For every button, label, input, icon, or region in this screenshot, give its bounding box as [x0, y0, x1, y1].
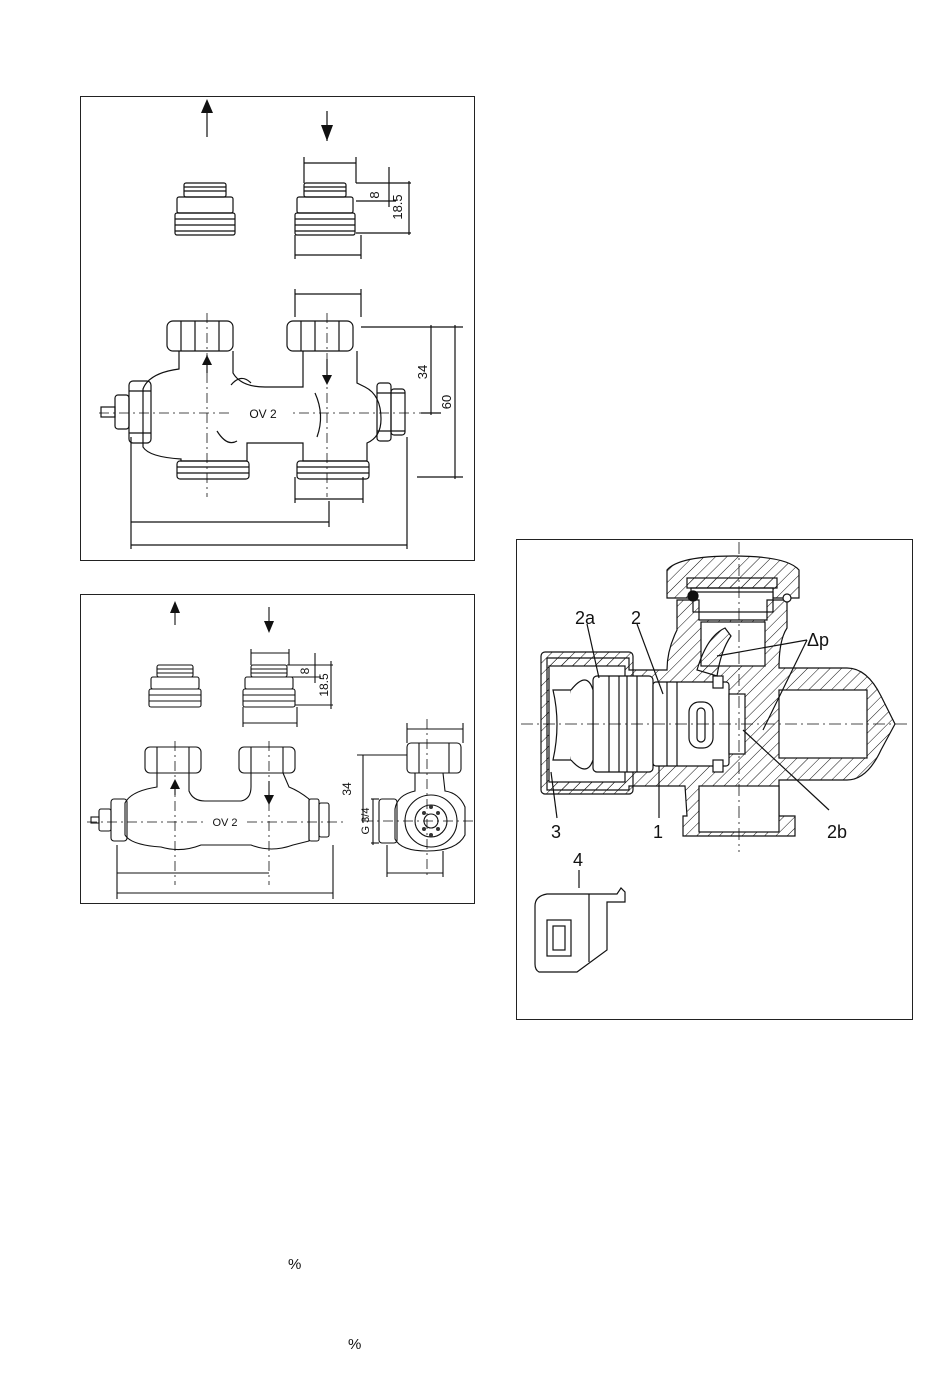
figure-3-panel: 2a 2 Δp 3 1 2b 4	[516, 539, 913, 1020]
label-delta-p: Δp	[807, 630, 829, 650]
label-1: 1	[653, 822, 663, 842]
dim-8-label: 8	[298, 667, 312, 674]
dim-34-label: 34	[415, 365, 430, 379]
dim-60-label: 60	[439, 395, 454, 409]
thread-label: G 3/4	[360, 808, 372, 835]
label-4: 4	[573, 850, 583, 870]
figure-2-panel: 8 18.5 34 G 3/4 OV 2	[80, 594, 475, 904]
figure-2-arrowheads	[170, 601, 274, 805]
figure-3-section-drawing: 2a 2 Δp 3 1 2b 4	[517, 540, 914, 1021]
valve-body-ov2	[91, 747, 329, 850]
valve-label-ov2: OV 2	[249, 407, 277, 421]
label-3: 3	[551, 822, 561, 842]
label-2: 2	[631, 608, 641, 628]
figure-1-arrowheads	[201, 99, 333, 385]
left-nipple-fitting	[149, 665, 201, 707]
right-nipple-fitting	[243, 665, 295, 707]
label-2b: 2b	[827, 822, 847, 842]
dim-8-label: 8	[367, 191, 382, 198]
valve-side-view	[379, 743, 465, 851]
dim-18-5-label: 18.5	[390, 194, 405, 219]
valve-body-ov2	[101, 321, 405, 479]
percent-sign-1: %	[288, 1256, 301, 1273]
figure-2-drawing: 8 18.5 34 G 3/4 OV 2	[81, 595, 476, 905]
figure-1-drawing: 8 18.5 34 60 OV 2	[81, 97, 476, 562]
valve-label-ov2: OV 2	[212, 817, 237, 829]
label-2a: 2a	[575, 608, 596, 628]
cap-part-4	[535, 888, 625, 972]
dim-18-5-label: 18.5	[317, 673, 331, 697]
dim-34-label: 34	[340, 782, 354, 796]
percent-sign-2: %	[348, 1336, 361, 1353]
figure-1-panel: 8 18.5 34 60 OV 2	[80, 96, 475, 561]
right-nipple-fitting	[295, 183, 355, 235]
left-nipple-fitting	[175, 183, 235, 235]
